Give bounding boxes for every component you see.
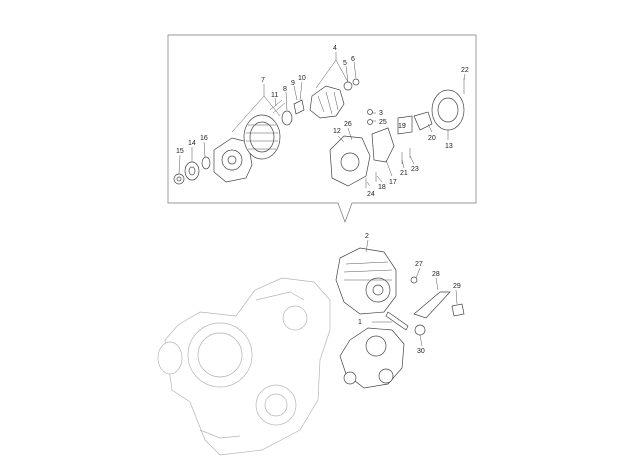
callout-8: 8 xyxy=(283,86,287,93)
water-pump-housing xyxy=(339,327,405,389)
spacer-collar xyxy=(414,324,426,336)
callout-3: 3 xyxy=(379,110,383,117)
callout-15: 15 xyxy=(176,148,184,155)
callout-1: 1 xyxy=(358,319,362,326)
callout-labels: 1 2 3 4 5 6 7 8 9 10 11 12 13 14 15 16 1… xyxy=(176,45,469,355)
assembled-alternator xyxy=(335,247,397,315)
washer xyxy=(410,276,418,284)
callout-28: 28 xyxy=(432,271,440,278)
rotor xyxy=(309,85,345,119)
callout-13: 13 xyxy=(445,143,453,150)
callout-27: 27 xyxy=(415,261,423,268)
callout-11: 11 xyxy=(271,92,278,99)
callout-7: 7 xyxy=(261,77,265,84)
callout-29: 29 xyxy=(453,283,461,290)
callout-17: 17 xyxy=(389,179,397,186)
retainer-plate xyxy=(293,99,305,115)
brush-holder xyxy=(397,115,413,135)
callout-20: 20 xyxy=(428,135,436,142)
terminal-screw xyxy=(367,109,373,115)
callout-21: 21 xyxy=(400,170,408,177)
rotor-bearing xyxy=(343,81,353,91)
bearing xyxy=(281,110,293,126)
regulator xyxy=(413,111,433,131)
leader-lines xyxy=(178,52,466,347)
callout-14: 14 xyxy=(188,140,196,147)
callout-6: 6 xyxy=(351,56,355,63)
callout-25: 25 xyxy=(379,119,387,126)
callout-4: 4 xyxy=(333,45,337,52)
callout-30: 30 xyxy=(417,348,425,355)
callout-16: 16 xyxy=(200,135,208,142)
callout-22: 22 xyxy=(461,67,469,74)
engine-front-case xyxy=(157,277,331,456)
callout-24: 24 xyxy=(367,191,375,198)
exploded-alternator-view xyxy=(173,78,465,188)
callout-19: 19 xyxy=(398,123,406,130)
callout-5: 5 xyxy=(343,60,347,67)
callout-18: 18 xyxy=(378,184,386,191)
detail-frame xyxy=(167,34,477,224)
callout-2: 2 xyxy=(365,233,369,240)
callout-23: 23 xyxy=(411,166,419,173)
bracket-bolt xyxy=(451,303,465,317)
callout-26: 26 xyxy=(344,121,352,128)
spacer xyxy=(201,156,211,170)
callout-10: 10 xyxy=(298,75,306,82)
mounting-bolt xyxy=(385,311,409,331)
callout-12: 12 xyxy=(333,128,341,135)
rectifier xyxy=(371,127,395,163)
adjusting-bracket xyxy=(413,291,451,319)
callout-9: 9 xyxy=(291,80,295,87)
